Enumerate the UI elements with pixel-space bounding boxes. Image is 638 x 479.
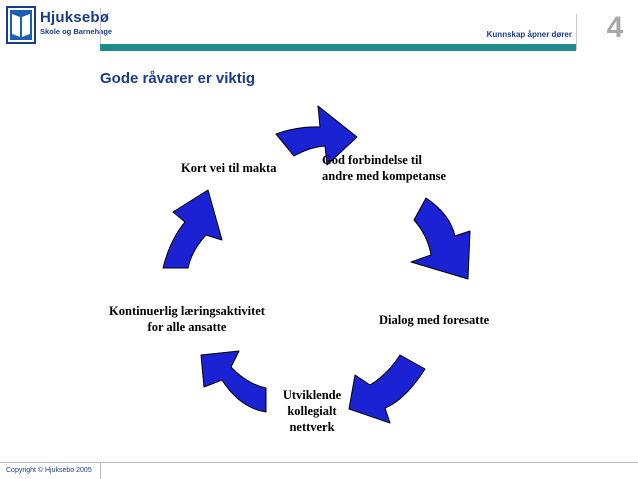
book-logo-icon	[6, 6, 36, 44]
header: Hjuksebø Skole og Barnehage Kunnskap åpn…	[0, 0, 638, 52]
cycle-arrow-upper-left	[162, 189, 223, 269]
logo-subtitle: Skole og Barnehage	[40, 27, 113, 36]
cycle-label-bottom: Utviklende kollegialt nettverk	[272, 387, 352, 435]
footer: Copyright © Hjuksebo 2005	[0, 462, 638, 479]
cycle-label-line: andre med kompetanse	[322, 169, 447, 183]
page-number: 4	[606, 11, 624, 44]
logo-title: Hjuksebø	[40, 9, 110, 26]
cycle-label-line: Utviklende	[282, 388, 342, 402]
cycle-arrow-top	[275, 105, 358, 166]
cycle-label-left: Kontinuerlig læringsaktivitet for alle a…	[94, 303, 280, 335]
header-accent-bar	[100, 44, 576, 51]
cycle-label-line: for alle ansatte	[147, 320, 227, 334]
cycle-label-line: God forbindelse til	[322, 153, 423, 167]
cycle-arrow-right	[410, 197, 471, 280]
cycle-label-top-right: God forbindelse til andre med kompetanse	[322, 152, 446, 184]
copyright-text: Copyright © Hjuksebo 2005	[6, 467, 92, 474]
cycle-arrow-left	[200, 350, 267, 413]
cycle-label-right: Dialog med foresatte	[379, 313, 490, 327]
cycle-label-line: Kontinuerlig læringsaktivitet	[109, 304, 265, 318]
header-divider	[576, 14, 577, 50]
cycle-label-top-left: Kort vei til makta	[181, 161, 277, 175]
slide-title: Gode råvarer er viktig	[100, 70, 256, 87]
cycle-label-line: kollegialt	[287, 404, 337, 418]
cycle-label-line: nettverk	[289, 420, 335, 434]
footer-divider	[100, 463, 101, 479]
header-divider	[100, 8, 101, 44]
cycle-arrow-bottom	[348, 354, 426, 424]
tagline: Kunnskap åpner dører	[486, 30, 572, 39]
